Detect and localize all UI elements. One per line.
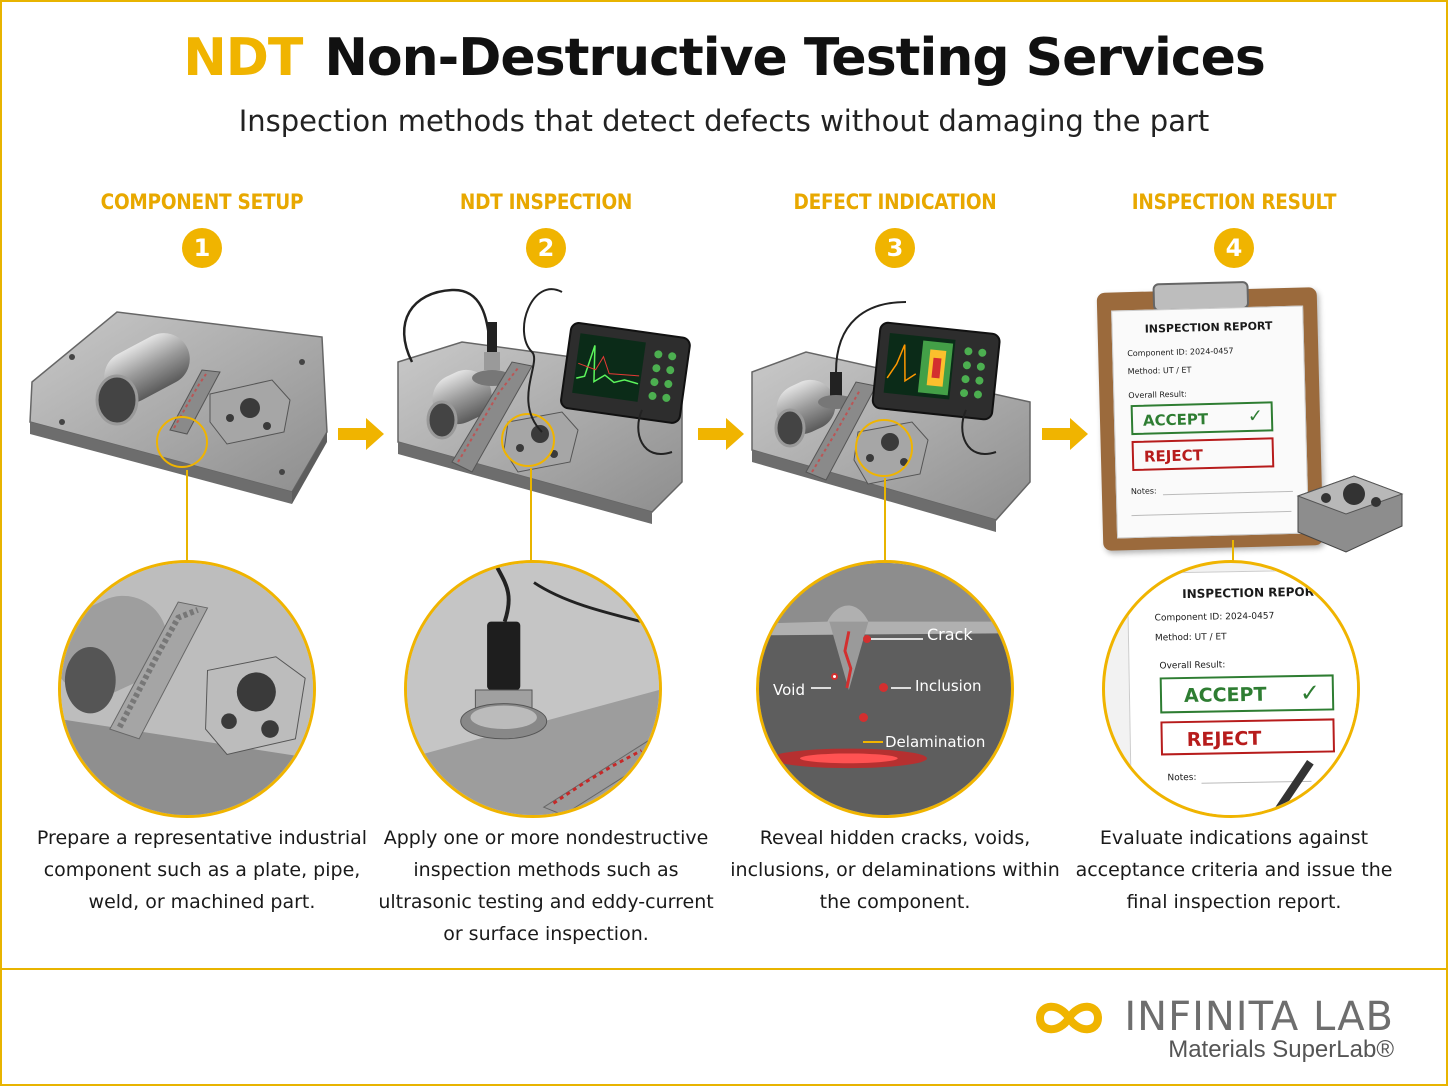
- step-defect-indication: DEFECT INDICATION 3 Reveal hidden cracks…: [721, 190, 1069, 913]
- report-method: Method: UT / ET: [1154, 632, 1227, 644]
- report-sheet-zoomed: INSPECTION REPORT Component ID: 2024-045…: [1126, 569, 1357, 815]
- report-method: Method: UT / ET: [1127, 365, 1192, 377]
- delamination-label: Delamination: [885, 733, 986, 751]
- report-component-id: Component ID: 2024-0457: [1127, 346, 1234, 359]
- step-description: Evaluate indications against acceptance …: [1075, 827, 1393, 913]
- brand-tagline: Materials SuperLab®: [1168, 1036, 1394, 1063]
- zoom-detail-report: INSPECTION REPORT Component ID: 2024-045…: [1102, 560, 1360, 818]
- zoom-detail-probe: [404, 560, 662, 818]
- step-number-badge: 2: [526, 228, 566, 268]
- page-title: NDT Non-Destructive Testing Services: [0, 28, 1448, 88]
- accept-box: ACCEPT ✓: [1159, 674, 1335, 714]
- arrow-right-icon: [336, 414, 386, 454]
- report-overall-result-label: Overall Result:: [1159, 660, 1226, 672]
- zoom-connector: [1232, 540, 1234, 576]
- step-description: Apply one or more nondestructive inspect…: [378, 827, 714, 945]
- zoom-connector: [530, 468, 532, 562]
- step-component-setup: COMPONENT SETUP 1 Prepare a representati…: [28, 190, 376, 913]
- arrow-right-icon: [696, 414, 746, 454]
- notes-line: [1162, 490, 1293, 496]
- reject-label: REJECT: [1186, 727, 1262, 752]
- infinity-logo-icon: [1035, 1002, 1103, 1034]
- zoom-detail-weld: [58, 560, 316, 818]
- step-ndt-inspection: NDT INSPECTION 2 Apply one or more nonde…: [372, 190, 720, 945]
- notes-line: [1131, 510, 1292, 517]
- inclusion-marker: [879, 683, 888, 692]
- void-marker: [831, 673, 838, 680]
- void-leader-line: [811, 687, 831, 689]
- step-label: COMPONENT SETUP: [100, 190, 304, 214]
- crack-leader-line: [871, 638, 923, 640]
- checkmark-icon: ✓: [1299, 679, 1321, 708]
- step-label: NDT INSPECTION: [459, 190, 633, 214]
- component-plate-illustration: [22, 282, 362, 562]
- step-number-badge: 4: [1214, 228, 1254, 268]
- zoom-connector: [186, 470, 188, 562]
- footer-divider: [2, 968, 1446, 970]
- step-description: Prepare a representative industrial comp…: [36, 827, 368, 913]
- zoom-detail-defects: Crack Void Inclusion Delamination: [756, 560, 1014, 818]
- title-text: Non-Destructive Testing Services: [324, 28, 1265, 88]
- machined-block-illustration: [1294, 456, 1406, 556]
- reject-label: REJECT: [1143, 446, 1204, 466]
- page-subtitle: Inspection methods that detect defects w…: [238, 104, 1210, 138]
- step-label: DEFECT INDICATION: [793, 190, 997, 214]
- delamination-leader-line: [863, 741, 883, 743]
- accept-box: ACCEPT ✓: [1130, 401, 1274, 436]
- arrow-right-icon: [1040, 414, 1090, 454]
- ultrasonic-probe-illustration: [392, 282, 732, 562]
- checkmark-icon: ✓: [1247, 405, 1264, 427]
- defect-scan-illustration: [746, 282, 1086, 562]
- brand-logo: INFINITA LAB Materials SuperLab®: [1034, 994, 1394, 1074]
- report-notes-label: Notes:: [1130, 486, 1157, 497]
- reject-box: REJECT: [1160, 718, 1335, 756]
- step-number-badge: 3: [875, 228, 915, 268]
- step-number-badge: 1: [182, 228, 222, 268]
- clipboard: INSPECTION REPORT Component ID: 2024-045…: [1096, 280, 1324, 551]
- step-inspection-result: INSPECTION RESULT 4 Evaluate indications…: [1060, 190, 1408, 913]
- crack-label: Crack: [927, 625, 973, 644]
- report-notes-label: Notes:: [1167, 772, 1197, 784]
- brand-name: INFINITA LAB: [1124, 994, 1394, 1040]
- accept-label: ACCEPT: [1183, 683, 1267, 708]
- pen-icon: [1273, 760, 1314, 815]
- reject-box: REJECT: [1131, 437, 1275, 472]
- report-sheet: INSPECTION REPORT Component ID: 2024-045…: [1111, 305, 1310, 539]
- title-acronym: NDT: [183, 28, 303, 88]
- void-label: Void: [773, 681, 805, 699]
- delamination-marker: [859, 713, 868, 722]
- zoom-connector: [884, 478, 886, 562]
- inclusion-leader-line: [891, 687, 911, 689]
- report-title: INSPECTION REPORT: [1182, 584, 1322, 602]
- step-description: Reveal hidden cracks, voids, inclusions,…: [730, 827, 1060, 913]
- step-label: INSPECTION RESULT: [1131, 190, 1337, 214]
- accept-label: ACCEPT: [1142, 410, 1209, 430]
- report-component-id: Component ID: 2024-0457: [1154, 611, 1275, 624]
- report-overall-result-label: Overall Result:: [1128, 389, 1188, 401]
- crack-marker: [863, 635, 871, 643]
- report-title: INSPECTION REPORT: [1144, 319, 1273, 336]
- inclusion-label: Inclusion: [915, 677, 982, 695]
